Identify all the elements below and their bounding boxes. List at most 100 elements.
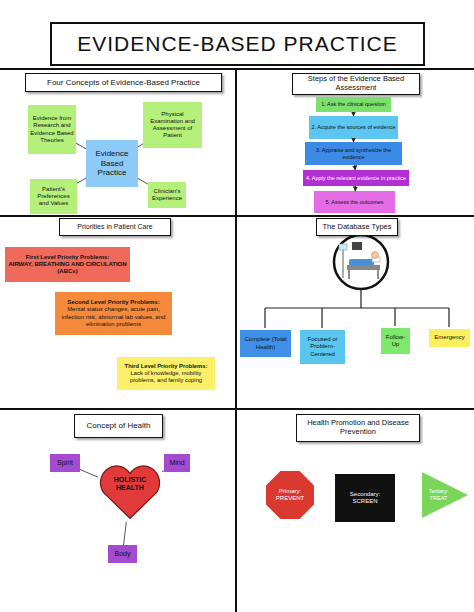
priority-box: First Level Priority Problems:AIRWAY, BR… bbox=[5, 247, 130, 282]
node-content: Patient's Preferences and Values bbox=[30, 179, 77, 214]
node-content: Body bbox=[108, 545, 137, 563]
node-content: Third Level Priority Problems:Lack of kn… bbox=[117, 357, 215, 390]
node-content: Evidence from Research and Evidence Base… bbox=[28, 105, 76, 154]
connector-line bbox=[124, 522, 127, 545]
priority-box: Second Level Priority Problems:Mental st… bbox=[55, 292, 172, 335]
connector-line bbox=[138, 178, 148, 184]
node-text: Complete (Total Health) bbox=[242, 336, 289, 350]
node-content: Spirit bbox=[50, 454, 80, 472]
step-box: 5. Assess the outcomes bbox=[314, 191, 395, 213]
panel-heading-box: Four Concepts of Evidence-Based Practice bbox=[25, 73, 222, 92]
node-content: First Level Priority Problems:AIRWAY, BR… bbox=[5, 247, 130, 282]
connector-arrow bbox=[353, 112, 354, 116]
panel-section: Concept of HealthSpirit Mind HOLISTIC HEAL… bbox=[0, 408, 237, 612]
node-content: HOLISTIC HEALTH bbox=[98, 460, 162, 522]
step-box: 1. Ask the clinical question bbox=[316, 97, 391, 112]
center-box: Evidence Based Practice bbox=[86, 140, 138, 187]
aspect-box: Mind bbox=[164, 454, 190, 472]
concept-box: Evidence from Research and Evidence Base… bbox=[28, 105, 76, 154]
node-text: Emergency bbox=[434, 334, 464, 341]
panel-heading: Steps of the Evidence Based Assessment bbox=[296, 75, 416, 92]
tree-line bbox=[360, 289, 361, 308]
concept-box: Patient's Preferences and Values bbox=[30, 179, 77, 214]
database-circle bbox=[334, 235, 388, 289]
connector-line bbox=[77, 178, 86, 183]
node-text: 4. Apply the relevant evidence in practi… bbox=[306, 175, 406, 182]
node-text: Clinician's Experience bbox=[150, 188, 184, 202]
triangle-sign-fill bbox=[422, 472, 468, 518]
node-content: 4. Apply the relevant evidence in practi… bbox=[303, 170, 409, 186]
node-text: Second Level Priority Problems: bbox=[67, 299, 159, 306]
node-content: Emergency bbox=[429, 329, 470, 347]
node-text: Evidence from Research and Evidence Base… bbox=[30, 115, 74, 144]
panel-heading: Four Concepts of Evidence-Based Practice bbox=[47, 78, 200, 87]
panel-heading: Concept of Health bbox=[86, 421, 150, 430]
node-text: Patient's Preferences and Values bbox=[32, 186, 75, 208]
title-box: EVIDENCE-BASED PRACTICE bbox=[50, 22, 425, 66]
step-box: 4. Apply the relevant evidence in practi… bbox=[303, 170, 409, 186]
database-box: Complete (Total Health) bbox=[240, 330, 291, 357]
heart-shape: HOLISTIC HEALTH bbox=[98, 460, 162, 522]
connector-line bbox=[138, 144, 143, 147]
node-content: Clinician's Experience bbox=[148, 182, 186, 208]
octagon-sign: Primary: PREVENT bbox=[266, 471, 314, 519]
node-text: Mind bbox=[169, 459, 184, 467]
panel-section: Four Concepts of Evidence-Based Practice… bbox=[0, 68, 237, 215]
node-content: Tertiary: TREAT bbox=[422, 472, 468, 518]
connector-arrow bbox=[354, 165, 356, 170]
tree-line bbox=[321, 308, 322, 328]
node-text: 1. Ask the clinical question bbox=[321, 101, 386, 108]
bed-leg bbox=[348, 270, 350, 279]
node-text: Physical Examination and Assessment of P… bbox=[145, 111, 200, 140]
bed-blanket bbox=[349, 259, 374, 266]
database-box: Emergency bbox=[429, 329, 470, 347]
database-box: Focused or Problem-Centered bbox=[300, 330, 345, 364]
connector-arrow bbox=[355, 186, 356, 191]
panel-heading: Health Promotion and Disease Prevention bbox=[300, 419, 416, 436]
iv-bag bbox=[339, 244, 347, 250]
patient-head bbox=[372, 252, 379, 259]
heart-shape-fill bbox=[100, 466, 159, 518]
monitor-symbol bbox=[352, 242, 362, 250]
node-content: Follow-Up bbox=[381, 328, 410, 354]
node-content: Secondary: SCREEN bbox=[335, 474, 395, 522]
panel-section: Steps of the Evidence Based Assessment 1.… bbox=[237, 68, 474, 215]
database-box: Follow-Up bbox=[381, 328, 410, 354]
node-content: Physical Examination and Assessment of P… bbox=[143, 102, 202, 148]
tree-line bbox=[265, 307, 449, 308]
bed-leg bbox=[377, 270, 379, 279]
aspect-box: Body bbox=[108, 545, 137, 563]
node-text: Third Level Priority Problems: bbox=[125, 363, 208, 370]
node-content: 2. Acquire the sources of evidence bbox=[309, 116, 398, 139]
connector-arrow bbox=[353, 139, 354, 142]
node-content: 3. Appraise and synthesize the evidence bbox=[305, 142, 402, 165]
tree-line bbox=[448, 308, 449, 327]
node-text: Follow-Up bbox=[383, 334, 408, 348]
title-text: EVIDENCE-BASED PRACTICE bbox=[77, 32, 398, 56]
node-text: Evidence Based Practice bbox=[88, 149, 136, 178]
node-content: Primary: PREVENT bbox=[266, 471, 314, 519]
node-text: 5. Assess the outcomes bbox=[325, 199, 383, 206]
node-text: Focused or Problem-Centered bbox=[302, 336, 343, 358]
node-text: Secondary: SCREEN bbox=[337, 491, 393, 505]
node-content: 5. Assess the outcomes bbox=[314, 191, 395, 213]
connector-line bbox=[80, 469, 98, 477]
node-content: Mind bbox=[164, 454, 190, 472]
node-text: AIRWAY, BREATHING AND CIRCULATION (ABCs) bbox=[7, 261, 128, 275]
step-box: 3. Appraise and synthesize the evidence bbox=[305, 142, 402, 165]
node-text: Mental status changes, acute pain, infec… bbox=[57, 306, 170, 328]
tree-line bbox=[394, 308, 395, 326]
node-content: Focused or Problem-Centered bbox=[300, 330, 345, 364]
panel-heading-box: Priorities in Patient Care bbox=[59, 218, 171, 236]
node-text: 3. Appraise and synthesize the evidence bbox=[307, 147, 400, 160]
concept-box: Physical Examination and Assessment of P… bbox=[143, 102, 202, 148]
panel-section: Priorities in Patient CareFirst Level Pr… bbox=[0, 215, 237, 408]
node-text: Spirit bbox=[57, 459, 73, 467]
concept-box: Clinician's Experience bbox=[148, 182, 186, 208]
triangle-sign: Tertiary: TREAT bbox=[422, 472, 468, 518]
node-text: 2. Acquire the sources of evidence bbox=[311, 124, 395, 131]
node-text: Primary: PREVENT bbox=[272, 488, 308, 502]
octagon-sign-fill bbox=[266, 471, 314, 519]
